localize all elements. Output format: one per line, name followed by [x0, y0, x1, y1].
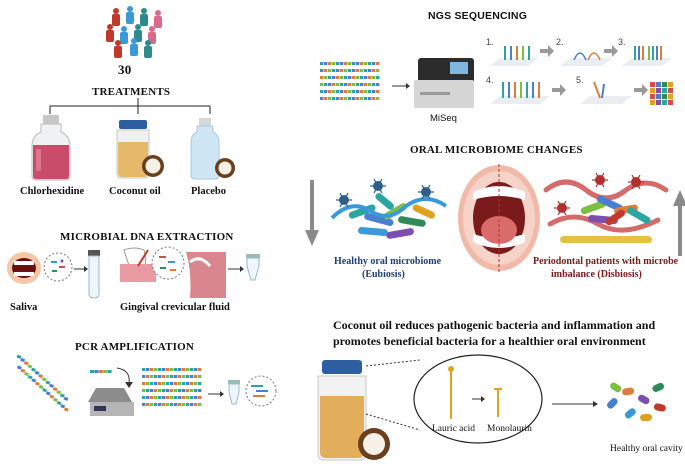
- ngs-step-3: 3.: [618, 37, 626, 47]
- miseq-instrument-icon: [414, 58, 474, 108]
- conclusion-line-2: promotes beneficial bacteria for a healt…: [333, 334, 646, 348]
- gingival-zoom-circle: [151, 246, 185, 280]
- ngs-step-5-flowcell: [580, 81, 632, 104]
- placebo-bottle-icon: [190, 118, 235, 180]
- treatments-title: TREATMENTS: [92, 86, 171, 98]
- dna-extraction-title: MICROBIAL DNA EXTRACTION: [60, 231, 234, 243]
- monolaurin-label: Monolaurin: [487, 424, 532, 434]
- healthy-bacteria-cluster-icon: [607, 382, 666, 422]
- treatment-placebo: Placebo: [191, 186, 226, 197]
- ngs-step-4: 4.: [486, 75, 494, 85]
- gingival-eppendorf-icon: [246, 254, 260, 281]
- saliva-zoom-circle: [43, 252, 73, 282]
- periodontal-label-2: imbalance (Disbiosis): [551, 269, 642, 280]
- periodontal-label-1: Periodontal patients with microbe: [533, 256, 679, 267]
- result-arrow: [552, 401, 598, 407]
- participants-count: 30: [118, 62, 132, 77]
- miseq-label: MiSeq: [430, 113, 457, 124]
- pcr-result-tube: [228, 380, 240, 405]
- healthy-microbiome-label-1: Healthy oral microbiome: [334, 256, 442, 267]
- lauric-acid-label: Lauric acid: [432, 424, 475, 434]
- ngs-step-4-flowcell: [490, 82, 550, 104]
- saliva-tube-icon: [88, 250, 100, 299]
- microbiome-changes-title: ORAL MICROBIOME CHANGES: [410, 144, 583, 156]
- dysbiosis-biofilm-illustration: [543, 172, 669, 243]
- source-gingival-fluid: Gingival crevicular fluid: [120, 302, 230, 313]
- gingival-tissue-icon: [186, 252, 226, 298]
- healthy-biofilm-illustration: [330, 178, 448, 239]
- open-mouth-illustration: [458, 164, 540, 272]
- coconut-oil-jar-icon: [116, 120, 164, 179]
- source-saliva: Saliva: [10, 302, 38, 313]
- ngs-step-2: 2.: [556, 37, 564, 47]
- ngs-step-1: 1.: [486, 37, 494, 47]
- coconut-oil-large-jar-icon: [317, 360, 390, 461]
- pcr-curved-arrow: [116, 367, 133, 388]
- ngs-input-dna: [320, 62, 380, 100]
- pcr-title: PCR AMPLIFICATION: [75, 341, 195, 353]
- saliva-mouth-icon: [7, 252, 41, 284]
- treatment-chlorhexidine: Chlorhexidine: [20, 186, 85, 197]
- increase-arrow: [673, 190, 685, 256]
- thermocycler-icon: [88, 388, 134, 416]
- decrease-arrow: [305, 180, 319, 246]
- ngs-step-5: 5.: [576, 75, 584, 85]
- gingival-arrow: [228, 266, 244, 272]
- conclusion-line-1: Coconut oil reduces pathogenic bacteria …: [333, 318, 656, 332]
- ngs-title: NGS SEQUENCING: [428, 10, 528, 22]
- pcr-output-dna: [142, 368, 202, 406]
- pcr-input-dna: [16, 354, 69, 412]
- ngs-step-1-flowcell: [490, 46, 538, 66]
- lauric-monolaurin-ellipse: [413, 354, 543, 444]
- chlorhexidine-bottle-icon: [31, 115, 71, 181]
- saliva-arrow: [74, 266, 88, 272]
- pcr-result-zoom: [245, 375, 277, 407]
- healthy-oral-cavity-label: Healthy oral cavity: [610, 444, 683, 454]
- participants-icon: [106, 6, 162, 58]
- healthy-microbiome-label-2: (Eubiosis): [362, 269, 405, 280]
- ngs-step-3-flowcell: [622, 46, 672, 66]
- ngs-result-grid-icon: [650, 82, 673, 105]
- treatment-coconut-oil: Coconut oil: [109, 186, 161, 197]
- pcr-arrow: [208, 391, 224, 397]
- gingival-tooth-icon: [120, 247, 156, 282]
- ngs-arrow: [392, 83, 410, 89]
- ngs-step-2-flowcell: [560, 52, 612, 66]
- pcr-primer-icon: [90, 370, 112, 373]
